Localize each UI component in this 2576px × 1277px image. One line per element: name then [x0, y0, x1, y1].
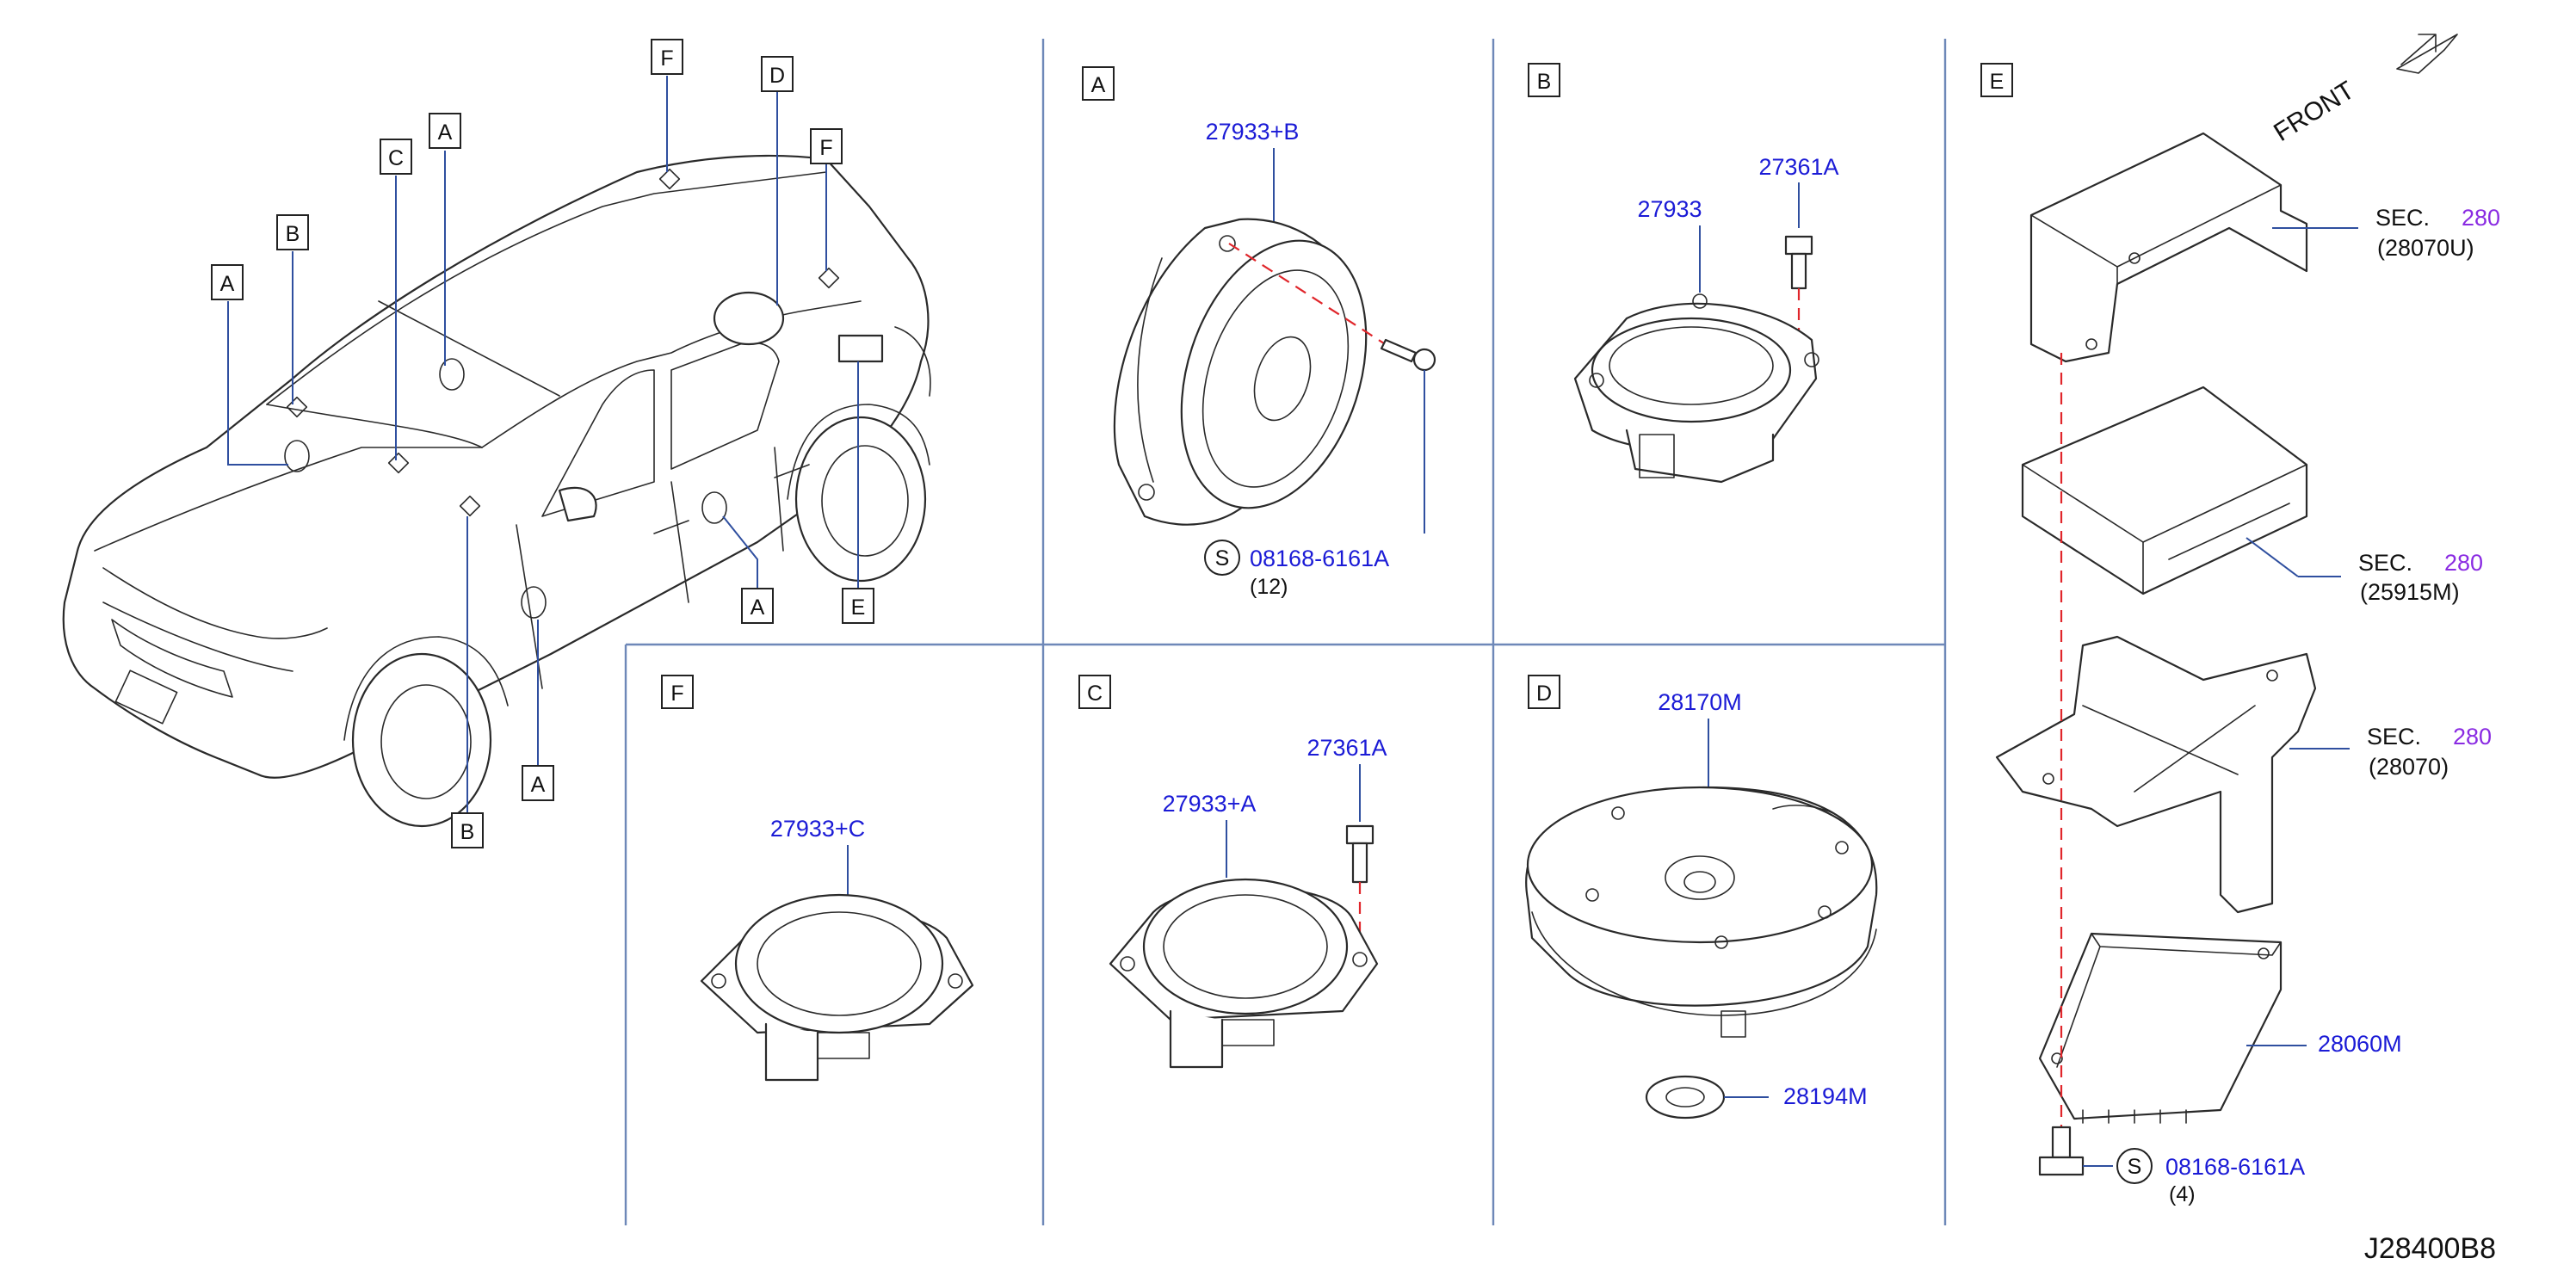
part-number-28170m: 28170M — [1658, 689, 1742, 715]
callout-tag-e: E — [842, 588, 874, 624]
bolt-illustration — [1345, 824, 1374, 884]
amplifier-28060m-illustration — [2038, 932, 2283, 1124]
svg-text:C: C — [388, 146, 404, 170]
sec-number: 280 — [2453, 724, 2492, 750]
svg-text:A: A — [438, 120, 453, 145]
quantity-label: (12) — [1250, 575, 1288, 599]
symbol-s: S — [1204, 540, 1240, 576]
callout-tag-f: F — [651, 39, 683, 75]
bracket-28070-illustration — [1995, 635, 2317, 914]
panel-e: E FRONT SEC. 280 (28070U) SEC. 280 — [1980, 34, 2500, 1206]
speaker-27933-illustration — [1573, 293, 1819, 484]
panel-d: D 28170M 28194M — [1525, 675, 1878, 1120]
panel-a: A 27933+B S 08168-6161A (12) — [1082, 66, 1436, 599]
part-number-27933: 27933 — [1637, 196, 1702, 222]
svg-text:A: A — [751, 595, 765, 620]
panel-tag-b: B — [1528, 63, 1560, 97]
callout-tag-d: D — [761, 56, 794, 92]
speaker-27933-c-illustration — [700, 893, 974, 1082]
callout-tag-b: B — [451, 812, 484, 848]
svg-text:A: A — [1091, 73, 1106, 97]
sec-label: SEC. — [2358, 550, 2412, 576]
panel-tag-d: D — [1528, 675, 1560, 709]
svg-text:A: A — [531, 773, 546, 797]
part-number-28194m: 28194M — [1783, 1083, 1868, 1109]
callout-tag-a: A — [429, 113, 461, 149]
diagram-code: J28400B8 — [2364, 1232, 2496, 1265]
svg-text:S: S — [2128, 1155, 2142, 1179]
sec-label: SEC. — [2375, 205, 2430, 231]
panel-tag-e: E — [1980, 63, 2013, 97]
svg-text:S: S — [1215, 546, 1230, 571]
vehicle-overview-illustration — [62, 154, 931, 828]
panel-tag-a: A — [1082, 66, 1115, 101]
callout-tag-a: A — [741, 588, 774, 624]
vehicle-callout-leaders — [227, 76, 859, 813]
part-number-27361a: 27361A — [1307, 735, 1387, 761]
bolt-illustration — [2038, 1126, 2085, 1176]
svg-text:E: E — [1990, 70, 2005, 94]
svg-text:B: B — [460, 820, 475, 844]
panel-dividers — [624, 39, 1947, 1225]
part-number-28060m: 28060M — [2318, 1031, 2402, 1057]
front-direction-arrow: FRONT — [2269, 34, 2458, 147]
screw-illustration — [1380, 338, 1436, 372]
svg-text:D: D — [769, 64, 785, 88]
panel-b: B 27361A 27933 — [1528, 63, 1839, 484]
svg-text:F: F — [670, 682, 683, 706]
subwoofer-28170m-illustration — [1525, 786, 1878, 1038]
sec-number: 280 — [2444, 550, 2483, 576]
bracket-28070u-illustration — [2029, 132, 2308, 363]
svg-text:A: A — [220, 272, 235, 296]
svg-text:F: F — [819, 136, 832, 160]
callout-tag-f: F — [810, 128, 843, 164]
callout-tag-b: B — [276, 214, 309, 250]
gasket-28194m-illustration — [1645, 1075, 1726, 1120]
callout-tag-a: A — [522, 765, 554, 801]
callout-tag-a: A — [211, 264, 244, 300]
svg-text:F: F — [660, 46, 673, 71]
panel-c: C 27361A 27933+A — [1078, 675, 1387, 1069]
callout-tag-c: C — [380, 139, 412, 175]
svg-text:B: B — [286, 222, 300, 246]
sec-reference: (28070U) — [2377, 235, 2474, 261]
part-number-08168-6161a: 08168-6161A — [2165, 1154, 2305, 1180]
quantity-label: (4) — [2169, 1182, 2196, 1206]
panel-f: F 27933+C — [661, 675, 974, 1082]
symbol-s: S — [2116, 1148, 2153, 1184]
bolt-illustration — [1784, 235, 1813, 290]
panel-tag-f: F — [661, 675, 694, 709]
sec-label: SEC. — [2367, 724, 2421, 750]
speaker-27933-a-illustration — [1109, 878, 1379, 1069]
sec-number: 280 — [2462, 205, 2500, 231]
panel-tag-c: C — [1078, 675, 1111, 709]
part-number-27933-a: 27933+A — [1163, 791, 1257, 817]
svg-text:D: D — [1536, 682, 1552, 706]
part-number-27933-b: 27933+B — [1206, 119, 1300, 145]
svg-text:B: B — [1537, 70, 1552, 94]
part-number-27933-c: 27933+C — [770, 816, 865, 842]
part-number-27361a: 27361A — [1758, 154, 1838, 180]
sec-reference: (25915M) — [2360, 579, 2460, 605]
svg-text:E: E — [851, 595, 866, 620]
speaker-27933-b-illustration — [1113, 218, 1368, 526]
svg-text:C: C — [1087, 682, 1103, 706]
part-number-08168-6161a: 08168-6161A — [1250, 546, 1389, 571]
sec-reference: (28070) — [2369, 754, 2449, 780]
vehicle-callout-tags: A B C A F D F A E A B — [211, 39, 874, 848]
unit-25915m-illustration — [2021, 386, 2308, 595]
front-label: FRONT — [2269, 76, 2359, 147]
